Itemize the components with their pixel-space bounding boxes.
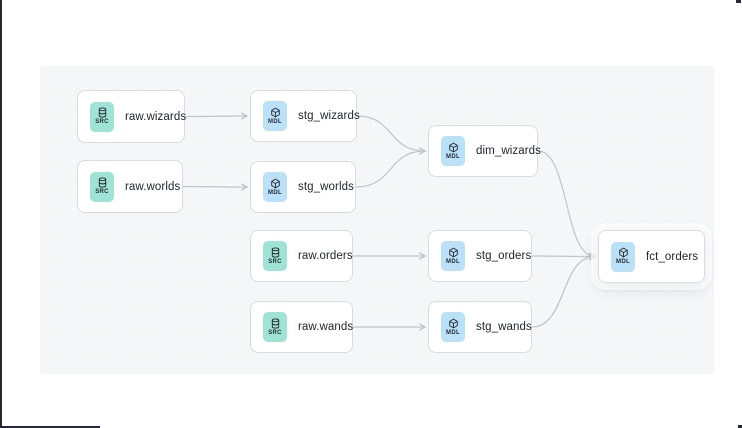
dag-node-fct_orders[interactable]: MDL fct_orders	[598, 230, 705, 283]
node-type-label: SRC	[268, 258, 282, 265]
node-type-badge: SRC	[263, 312, 287, 342]
dag-node-stg_wizards[interactable]: MDL stg_wizards	[250, 90, 360, 142]
node-label: raw.orders	[298, 250, 353, 262]
node-type-label: MDL	[446, 153, 460, 160]
node-type-label: MDL	[268, 189, 282, 196]
window-frame-corner-top-right	[736, 0, 741, 3]
cube-icon	[618, 247, 629, 258]
node-type-badge: MDL	[441, 136, 465, 166]
window-frame-corner-bottom-right	[738, 425, 742, 428]
cube-icon	[448, 247, 459, 258]
node-type-badge: SRC	[90, 171, 114, 202]
node-type-label: MDL	[446, 329, 460, 336]
node-type-label: MDL	[268, 118, 282, 125]
node-label: raw.wands	[298, 321, 354, 333]
node-label: stg_wands	[476, 321, 532, 333]
dag-node-stg_wands[interactable]: MDL stg_wands	[428, 301, 532, 353]
node-type-badge: MDL	[441, 241, 465, 271]
dag-node-raw_wizards[interactable]: SRC raw.wizards	[77, 90, 187, 143]
node-type-badge: SRC	[263, 241, 287, 271]
dag-node-stg_orders[interactable]: MDL stg_orders	[428, 230, 532, 282]
node-type-badge: MDL	[611, 241, 635, 272]
node-type-label: MDL	[616, 259, 630, 265]
window-frame-bottom	[0, 426, 100, 428]
dag-node-raw_orders[interactable]: SRC raw.orders	[250, 230, 353, 282]
node-type-label: SRC	[95, 189, 109, 195]
node-type-badge: MDL	[263, 172, 287, 202]
dag-node-stg_worlds[interactable]: MDL stg_worlds	[250, 161, 356, 213]
database-icon	[97, 107, 108, 118]
database-icon	[270, 317, 281, 329]
node-label: raw.worlds	[125, 180, 181, 193]
node-label: stg_worlds	[298, 181, 354, 193]
database-icon	[97, 177, 108, 188]
node-type-badge: MDL	[263, 101, 287, 131]
cube-icon	[270, 178, 281, 189]
cube-icon	[448, 142, 459, 153]
node-label: stg_wizards	[298, 110, 360, 122]
dag-node-raw_wands[interactable]: SRC raw.wands	[250, 301, 353, 353]
node-type-badge: SRC	[90, 101, 114, 132]
node-label: fct_orders	[646, 250, 699, 263]
dag-node-raw_worlds[interactable]: SRC raw.worlds	[77, 160, 183, 213]
node-type-label: SRC	[95, 119, 109, 125]
node-type-label: SRC	[268, 329, 282, 336]
node-type-badge: MDL	[441, 312, 465, 342]
database-icon	[270, 246, 281, 258]
cube-icon	[448, 318, 459, 329]
node-type-label: MDL	[446, 258, 460, 265]
node-label: stg_orders	[476, 250, 532, 262]
node-label: dim_wizards	[476, 145, 542, 157]
node-label: raw.wizards	[125, 110, 187, 123]
cube-icon	[270, 107, 281, 118]
dag-node-dim_wizards[interactable]: MDL dim_wizards	[428, 125, 542, 177]
window-frame-left	[0, 0, 2, 428]
